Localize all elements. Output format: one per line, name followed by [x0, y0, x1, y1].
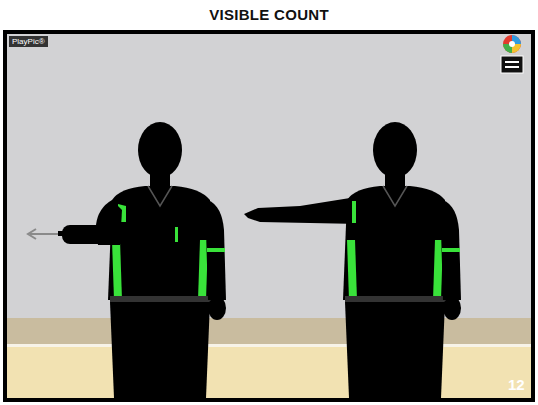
- wall: [7, 34, 531, 398]
- frame: [3, 30, 535, 402]
- watermark: PlayPic®: [9, 36, 48, 47]
- logo: [501, 35, 523, 73]
- callout-number: 12: [508, 376, 525, 393]
- referee-left: [28, 122, 226, 398]
- floor: [7, 347, 531, 398]
- title: VISIBLE COUNT: [0, 6, 538, 23]
- floor-line: [7, 344, 531, 347]
- baseboard: [7, 318, 531, 344]
- referee-right: [244, 122, 461, 398]
